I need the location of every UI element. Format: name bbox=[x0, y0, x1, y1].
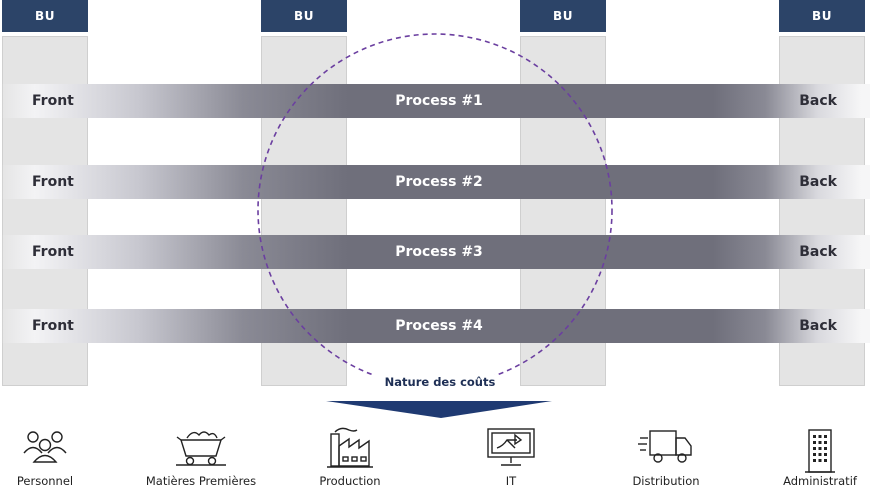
process-label: Process #1 bbox=[395, 93, 483, 109]
mining-cart-icon bbox=[176, 431, 226, 466]
category-distribution: Distribution bbox=[606, 426, 726, 488]
process-band-4: Front Process #4 Back bbox=[0, 309, 870, 343]
process-band-2: Front Process #2 Back bbox=[0, 165, 870, 199]
category-personnel: Personnel bbox=[0, 426, 105, 488]
category-administratif: Administratif bbox=[760, 426, 870, 488]
down-arrow bbox=[326, 401, 552, 418]
front-label: Front bbox=[32, 174, 74, 190]
front-label: Front bbox=[32, 318, 74, 334]
back-label: Back bbox=[799, 318, 837, 334]
bu-header: BU bbox=[2, 0, 88, 32]
delivery-truck-icon bbox=[638, 430, 692, 463]
back-label: Back bbox=[799, 93, 837, 109]
monitor-icon bbox=[487, 428, 535, 466]
bu-header: BU bbox=[520, 0, 606, 32]
process-label: Process #4 bbox=[395, 318, 483, 334]
back-label: Back bbox=[799, 244, 837, 260]
category-label: Production bbox=[319, 474, 381, 488]
category-label: IT bbox=[505, 474, 517, 488]
front-label: Front bbox=[32, 93, 74, 109]
process-label: Process #2 bbox=[395, 174, 483, 190]
process-label: Process #3 bbox=[395, 244, 483, 260]
process-band-1: Front Process #1 Back bbox=[0, 84, 870, 118]
office-building-icon bbox=[805, 429, 835, 473]
front-label: Front bbox=[32, 244, 74, 260]
people-icon bbox=[23, 431, 67, 463]
bu-header: BU bbox=[779, 0, 865, 32]
process-band-3: Front Process #3 Back bbox=[0, 235, 870, 269]
nature-des-couts-label: Nature des coûts bbox=[370, 375, 510, 389]
category-label: Personnel bbox=[16, 474, 74, 488]
back-label: Back bbox=[799, 174, 837, 190]
category-production: Production bbox=[290, 426, 410, 488]
category-matieres-premieres: Matières Premières bbox=[141, 426, 261, 488]
category-label: Administratif bbox=[783, 474, 857, 488]
cost-scope-circle bbox=[257, 33, 613, 387]
category-label: Distribution bbox=[632, 474, 700, 488]
factory-icon bbox=[327, 427, 373, 468]
category-it: IT bbox=[451, 426, 571, 488]
category-label: Matières Premières bbox=[145, 474, 257, 488]
bu-header: BU bbox=[261, 0, 347, 32]
